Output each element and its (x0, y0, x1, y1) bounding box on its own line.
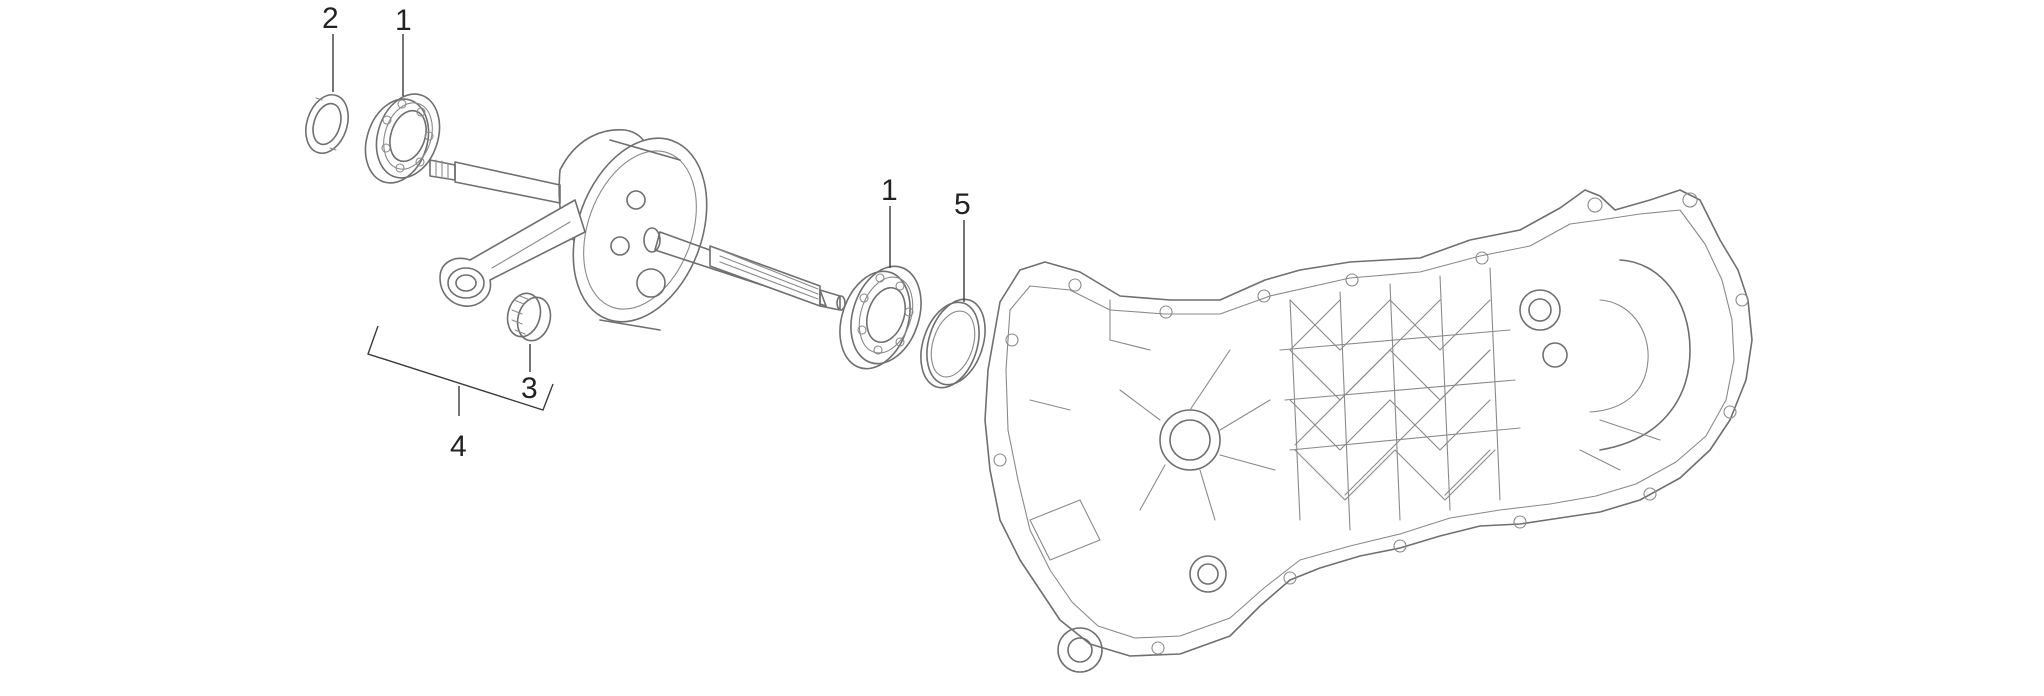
oil-seal-part-2 (305, 94, 349, 154)
callout-2: 2 (322, 2, 339, 35)
callout-labels: 2 1 1 5 3 4 (322, 2, 971, 463)
callout-1-top: 1 (395, 4, 412, 37)
ball-bearing-part-1-middle (839, 265, 922, 370)
callout-4: 4 (450, 430, 467, 463)
callout-1-middle: 1 (881, 174, 898, 207)
ball-bearing-part-1-top (364, 93, 441, 184)
leader-lines (332, 34, 965, 416)
callout-3: 3 (521, 372, 538, 405)
callout-5: 5 (954, 188, 971, 221)
crankcase-housing (984, 189, 1753, 673)
crankshaft-assembly-part-4 (429, 129, 846, 331)
needle-cage-part-3 (506, 292, 552, 342)
oil-seal-part-5 (920, 298, 986, 389)
